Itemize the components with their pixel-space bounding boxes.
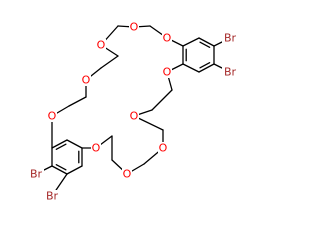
bond-line bbox=[198, 63, 215, 73]
bond-line bbox=[100, 55, 119, 69]
double-bond-line bbox=[199, 41, 211, 48]
bond-line bbox=[66, 139, 83, 149]
double-bond-line bbox=[55, 143, 67, 150]
oxygen-atom-label: O bbox=[163, 32, 172, 45]
oxygen-atom-label: O bbox=[82, 74, 91, 87]
oxygen-atom-label: O bbox=[123, 168, 132, 181]
oxygen-atom-label: O bbox=[97, 39, 106, 52]
atom-label-background bbox=[44, 190, 60, 202]
bond-line bbox=[182, 37, 200, 47]
bromine-atom-label: Br bbox=[46, 190, 59, 203]
double-bond-line bbox=[55, 164, 67, 171]
atom-label-background bbox=[28, 168, 44, 180]
oxygen-atom-label: O bbox=[92, 142, 101, 155]
bromine-atom-label: Br bbox=[224, 66, 237, 79]
bond-line bbox=[151, 89, 173, 111]
atom-label-background bbox=[222, 66, 238, 78]
atom-label-background bbox=[96, 39, 106, 51]
oxygen-atom-label: O bbox=[163, 66, 172, 79]
atom-label-background bbox=[122, 168, 132, 180]
bromine-atom-label: Br bbox=[224, 32, 237, 45]
oxygen-atom-label: O bbox=[130, 21, 139, 34]
atom-label-background bbox=[91, 142, 101, 154]
bond-line bbox=[51, 165, 68, 175]
oxygen-atom-label: O bbox=[159, 142, 168, 155]
bond-line bbox=[66, 165, 83, 175]
atom-label-background bbox=[158, 142, 168, 154]
atom-label-background bbox=[162, 32, 172, 44]
bond-line bbox=[182, 63, 200, 73]
bond-line bbox=[68, 96, 87, 107]
double-bond-line bbox=[199, 62, 211, 69]
bond-line bbox=[51, 139, 68, 149]
oxygen-atom-label: O bbox=[48, 110, 57, 123]
atom-label-background bbox=[81, 74, 91, 86]
atom-label-background bbox=[47, 110, 57, 122]
atom-label-background bbox=[162, 66, 172, 78]
atom-label-background bbox=[222, 32, 238, 44]
bromine-atom-label: Br bbox=[30, 168, 43, 181]
bond-line bbox=[198, 37, 215, 47]
oxygen-atom-label: O bbox=[130, 110, 139, 123]
atom-label-background bbox=[129, 110, 139, 122]
atom-label-background bbox=[129, 21, 139, 33]
